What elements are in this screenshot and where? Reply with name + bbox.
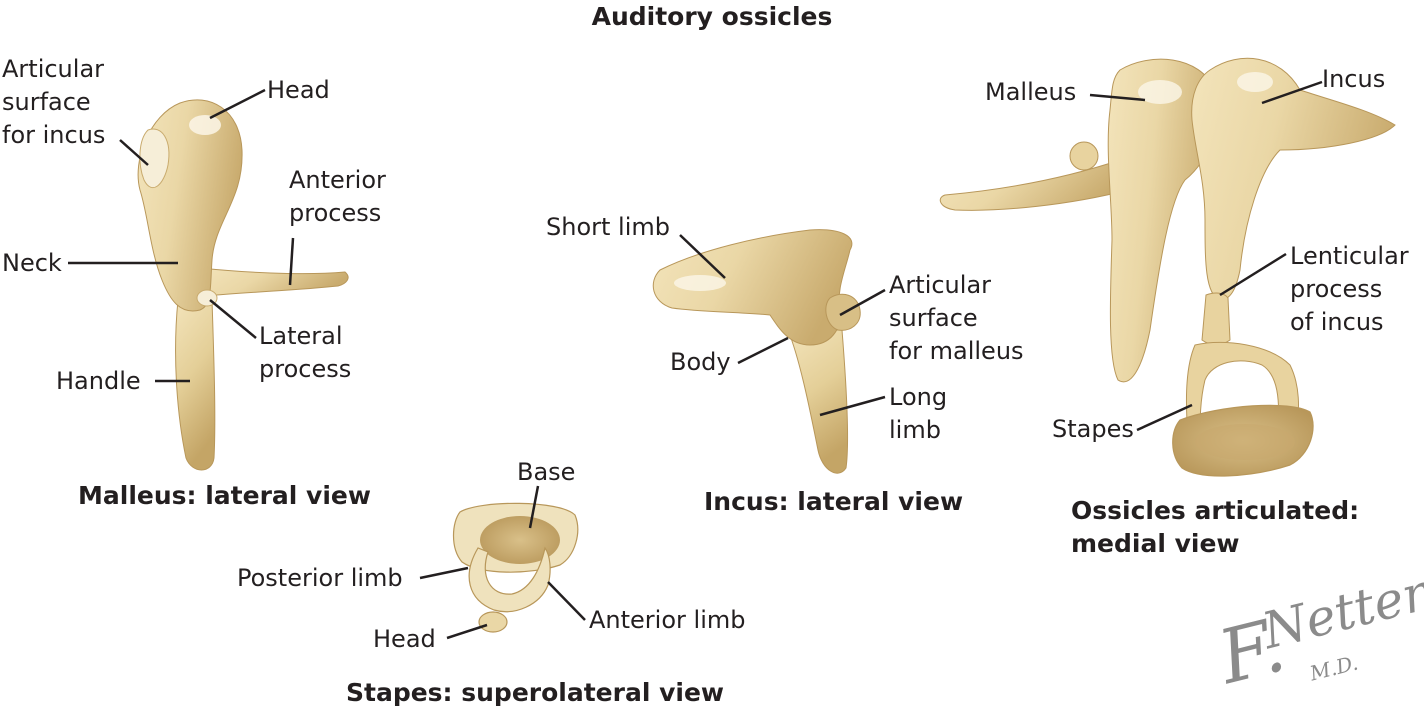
label-anterior-limb: Anterior limb <box>589 606 746 634</box>
leader-articulated-stapes <box>1136 403 1193 432</box>
label-anterior-process: Anterior process <box>289 166 386 227</box>
leader-articulated-incus <box>1261 80 1323 105</box>
label-articulated-malleus: Malleus <box>985 78 1077 106</box>
label-long-limb: Long limb <box>889 383 948 444</box>
leader-stapes-base <box>528 485 540 529</box>
leader-malleus-anterior <box>288 237 295 286</box>
articulated-lenticular-neck <box>1201 292 1231 345</box>
label-base: Base <box>517 458 576 486</box>
stapes-superolateral-illustration <box>452 502 579 633</box>
malleus-articular-facet <box>139 128 170 189</box>
label-lateral-process: Lateral process <box>259 322 352 383</box>
caption-incus: Incus: lateral view <box>704 487 964 516</box>
netter-signature: F. Netter M.D. <box>1209 563 1424 702</box>
leader-malleus-lateral <box>209 299 257 339</box>
label-neck: Neck <box>2 249 62 277</box>
caption-articulated: Ossicles articulated: medial view <box>1071 496 1360 558</box>
leader-incus-articular <box>839 288 886 317</box>
stapes-head <box>478 611 508 633</box>
label-handle: Handle <box>56 367 141 395</box>
label-articulated-stapes: Stapes <box>1052 415 1134 443</box>
label-short-limb: Short limb <box>546 213 670 241</box>
leader-lines <box>68 80 1323 640</box>
caption-malleus: Malleus: lateral view <box>78 481 371 510</box>
leader-stapes-head <box>446 623 488 640</box>
leader-malleus-articular <box>119 139 149 166</box>
ossicles-articulated-illustration <box>939 57 1396 477</box>
articulated-incus <box>1191 57 1396 301</box>
incus-long-limb <box>787 329 849 474</box>
label-stapes-head: Head <box>373 625 436 653</box>
leader-stapes-anterior <box>547 581 586 621</box>
stapes-crura <box>468 546 551 613</box>
leader-incus-body <box>737 336 789 365</box>
articulated-malleus-anterior-process <box>939 159 1129 211</box>
svg-text:Netter: Netter <box>1256 563 1424 661</box>
stapes-base-surface <box>480 516 560 564</box>
leader-articulated-malleus <box>1089 93 1146 102</box>
svg-text:M.D.: M.D. <box>1306 650 1360 685</box>
label-body: Body <box>670 348 731 376</box>
leader-stapes-posterior <box>419 566 469 580</box>
caption-stapes: Stapes: superolateral view <box>346 678 725 707</box>
label-posterior-limb: Posterior limb <box>237 564 403 592</box>
malleus-anterior-process <box>199 267 349 297</box>
malleus-lateral-illustration <box>137 99 349 471</box>
figure-title: Auditory ossicles <box>591 2 833 31</box>
leader-malleus-head <box>209 88 266 120</box>
label-articular-surface-for-malleus: Articular surface for malleus <box>889 271 1024 365</box>
label-articular-surface-for-incus: Articular surface for incus <box>2 55 106 149</box>
label-malleus-head: Head <box>267 76 330 104</box>
leader-incus-long <box>819 395 886 417</box>
malleus-handle <box>175 299 216 471</box>
leader-articulated-lenticular <box>1219 252 1287 297</box>
label-lenticular-process-of-incus: Lenticular process of incus <box>1290 242 1409 336</box>
label-articulated-incus: Incus <box>1322 65 1386 93</box>
leader-incus-short <box>679 234 726 279</box>
